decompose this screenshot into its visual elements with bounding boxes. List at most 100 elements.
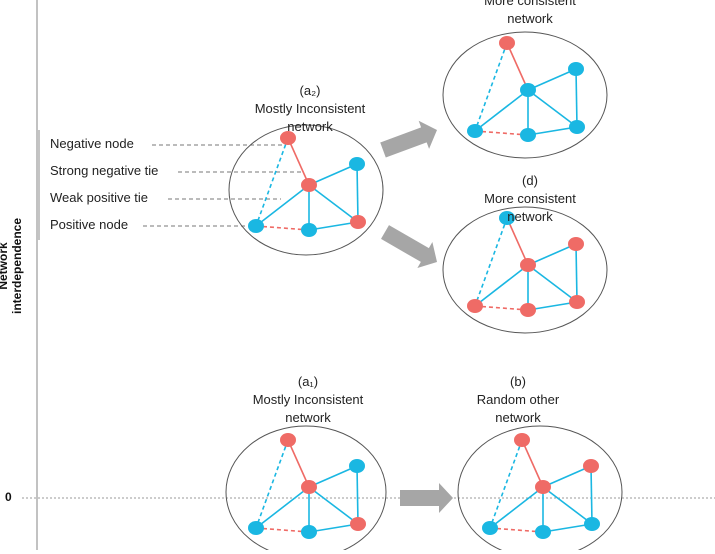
negative-node [520,303,536,317]
tie-pos [255,486,310,529]
network-a1-title: (a₁) Mostly Inconsistent network [208,373,408,427]
positive-node [569,120,585,134]
network-b-title-line1: Random other [476,392,560,407]
tie-pos [356,163,359,223]
tie-pos [308,523,359,533]
tie-neg-dash [255,527,310,533]
tie-pos [527,68,577,91]
network-c [442,31,608,159]
positive-node [520,128,536,142]
negative-node [467,299,483,313]
network-d-title-line2: network [507,209,553,224]
arrow-shape [400,483,453,513]
network-d [442,206,608,334]
tie-pos [527,89,578,128]
positive-node [349,459,365,473]
positive-node [349,157,365,171]
tie-pos [527,243,577,266]
positive-node [248,521,264,535]
tie-neg-solid [506,217,529,266]
legend-positive-node: Positive node [50,217,129,232]
negative-node [350,517,366,531]
network-b [457,425,623,554]
network-a2-title-line1: Mostly Inconsistent [254,101,366,116]
network-c-title-line1: More consistent [484,0,576,8]
network-a2-title: (a₂) Mostly Inconsistent network [210,82,410,136]
tie-pos [527,126,578,136]
negative-node [280,131,296,145]
positive-node [467,124,483,138]
tie-pos [308,465,358,488]
arrow-a1-to-b [400,483,453,513]
tie-pos-dash [255,137,289,227]
tie-pos [527,264,578,303]
tie-pos-dash [474,42,508,132]
positive-node [301,525,317,539]
network-d-id: (d) [522,173,538,188]
network-d-title-line1: More consistent [484,191,576,206]
tie-pos [542,523,593,533]
positive-node [499,211,515,225]
negative-node [301,178,317,192]
network-b-title: (b) Random other network [418,373,618,427]
tie-pos [489,486,544,529]
tie-pos-dash [255,439,289,529]
tie-pos [308,184,359,223]
network-a1-id: (a₁) [297,374,319,389]
network-a1-title-line1: Mostly Inconsistent [252,392,364,407]
tie-pos [474,264,529,307]
tie-pos [590,465,593,525]
tie-pos [542,465,592,488]
network-a1 [225,425,387,554]
network-c-boundary [442,31,608,159]
negative-node [350,215,366,229]
network-a1-title-line2: network [285,410,331,425]
positive-node [568,62,584,76]
tie-neg-solid [287,439,310,488]
negative-node [514,433,530,447]
tie-neg-dash [255,225,310,231]
tie-pos [356,465,359,525]
network-d-title: (d) More consistent network [430,172,630,226]
tie-pos [255,184,310,227]
tie-neg-solid [506,42,529,91]
negative-node [301,480,317,494]
positive-node [482,521,498,535]
positive-node [301,223,317,237]
network-b-id: (b) [510,374,526,389]
tie-pos [542,486,593,525]
network-a2-boundary [228,124,384,256]
legend-negative-node: Negative node [50,136,134,151]
legend-strong-negative-tie: Strong negative tie [50,163,159,178]
negative-node [280,433,296,447]
negative-node [520,258,536,272]
negative-node [583,459,599,473]
positive-node [248,219,264,233]
negative-node [499,36,515,50]
tie-pos [308,163,358,186]
positive-node [584,517,600,531]
tie-pos-dash [489,439,523,529]
tie-pos [474,89,529,132]
arrow-shape [380,120,438,158]
network-b-title-line2: network [495,410,541,425]
network-c-title-line2: network [507,11,553,26]
arrow-a2-to-c [380,120,438,158]
network-d-boundary [442,206,608,334]
tie-pos [575,68,578,128]
negative-node [568,237,584,251]
negative-node [569,295,585,309]
network-b-boundary [457,425,623,554]
arrow-shape [381,225,438,268]
tie-neg-solid [521,439,544,488]
network-a2-id: (a₂) [299,83,321,98]
tie-pos [575,243,578,303]
tie-pos [527,301,578,311]
positive-node [535,525,551,539]
tie-neg-dash [474,130,529,136]
positive-node [520,83,536,97]
legend-weak-positive-tie: Weak positive tie [50,190,149,205]
tie-neg-dash [489,527,544,533]
